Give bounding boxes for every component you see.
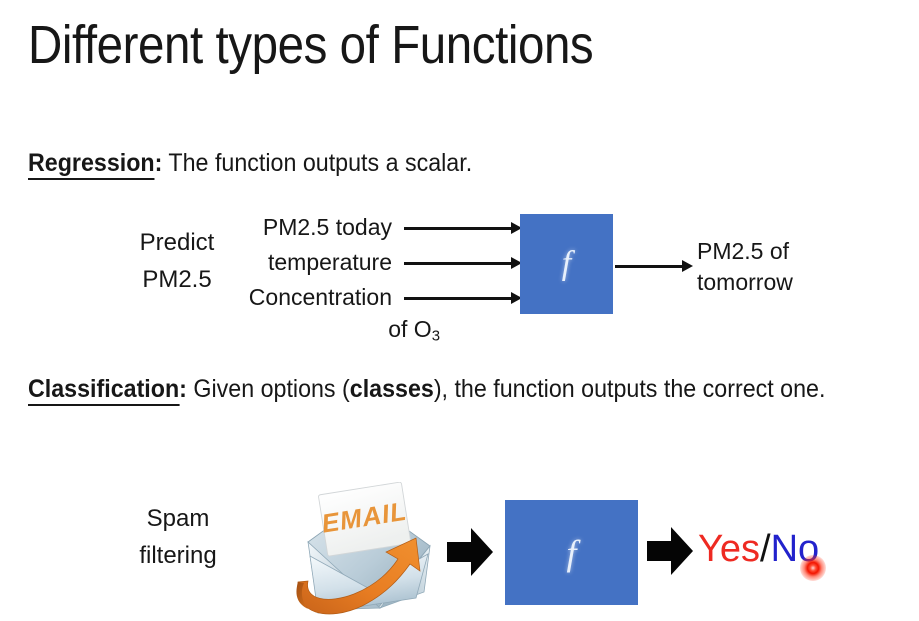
block-arrow-right-icon	[447, 526, 493, 578]
arrow-right-thin-icon	[404, 257, 522, 269]
block-arrow-right-icon	[647, 525, 693, 577]
classification-function-box: f	[505, 500, 638, 605]
classification-caption-line1: Spam	[146, 505, 210, 532]
arrow-right-thin-icon	[404, 292, 522, 304]
email-envelope-clipart: EMAIL	[288, 482, 446, 621]
regression-output-line1: PM2.5 of	[697, 238, 790, 264]
classification-description-part1: Given options (	[186, 375, 350, 403]
regression-input-label-2: Concentration	[248, 283, 392, 310]
regression-caption-line2: PM2.5	[142, 266, 212, 293]
classification-output-yes: Yes	[698, 528, 760, 570]
arrow-right-thin-icon	[404, 222, 522, 234]
regression-output-label: PM2.5 of tomorrow	[697, 236, 867, 298]
regression-input-subline: of O3	[270, 313, 440, 353]
regression-input-0: PM2.5 today	[160, 212, 400, 242]
classification-function-label: f	[566, 532, 577, 573]
regression-input-2: Concentration	[160, 282, 400, 312]
regression-function-label: f	[561, 245, 572, 282]
regression-left-caption: Predict PM2.5	[118, 224, 236, 298]
classification-caption-line2: filtering	[139, 542, 217, 569]
classification-colon: :	[179, 375, 187, 403]
regression-input-subline-text: of O	[388, 316, 432, 342]
regression-description: The function outputs a scalar.	[162, 149, 473, 177]
regression-input-label-0: PM2.5 today	[262, 213, 392, 240]
classification-description-part2: ), the function outputs the correct one.	[433, 375, 826, 403]
regression-output-line2: tomorrow	[697, 269, 793, 295]
classification-classes-word: classes	[349, 375, 434, 403]
page-title: Different types of Functions	[28, 15, 594, 75]
arrow-right-thin-icon	[615, 260, 693, 272]
regression-keyword: Regression	[28, 149, 155, 180]
regression-input-1: temperature	[160, 247, 400, 277]
regression-function-box: f	[520, 214, 613, 314]
classification-heading: Classification: Given options (classes),…	[28, 372, 828, 406]
regression-input-label-1: temperature	[267, 248, 392, 275]
regression-heading: Regression: The function outputs a scala…	[28, 146, 472, 180]
classification-left-caption: Spam filtering	[118, 500, 238, 574]
laser-pointer-dot-icon	[800, 555, 826, 581]
regression-caption-line1: Predict	[139, 229, 215, 256]
classification-output-slash: /	[760, 528, 771, 570]
regression-colon: :	[154, 149, 163, 177]
classification-keyword: Classification	[28, 375, 180, 406]
regression-input-subscript: 3	[431, 327, 440, 345]
